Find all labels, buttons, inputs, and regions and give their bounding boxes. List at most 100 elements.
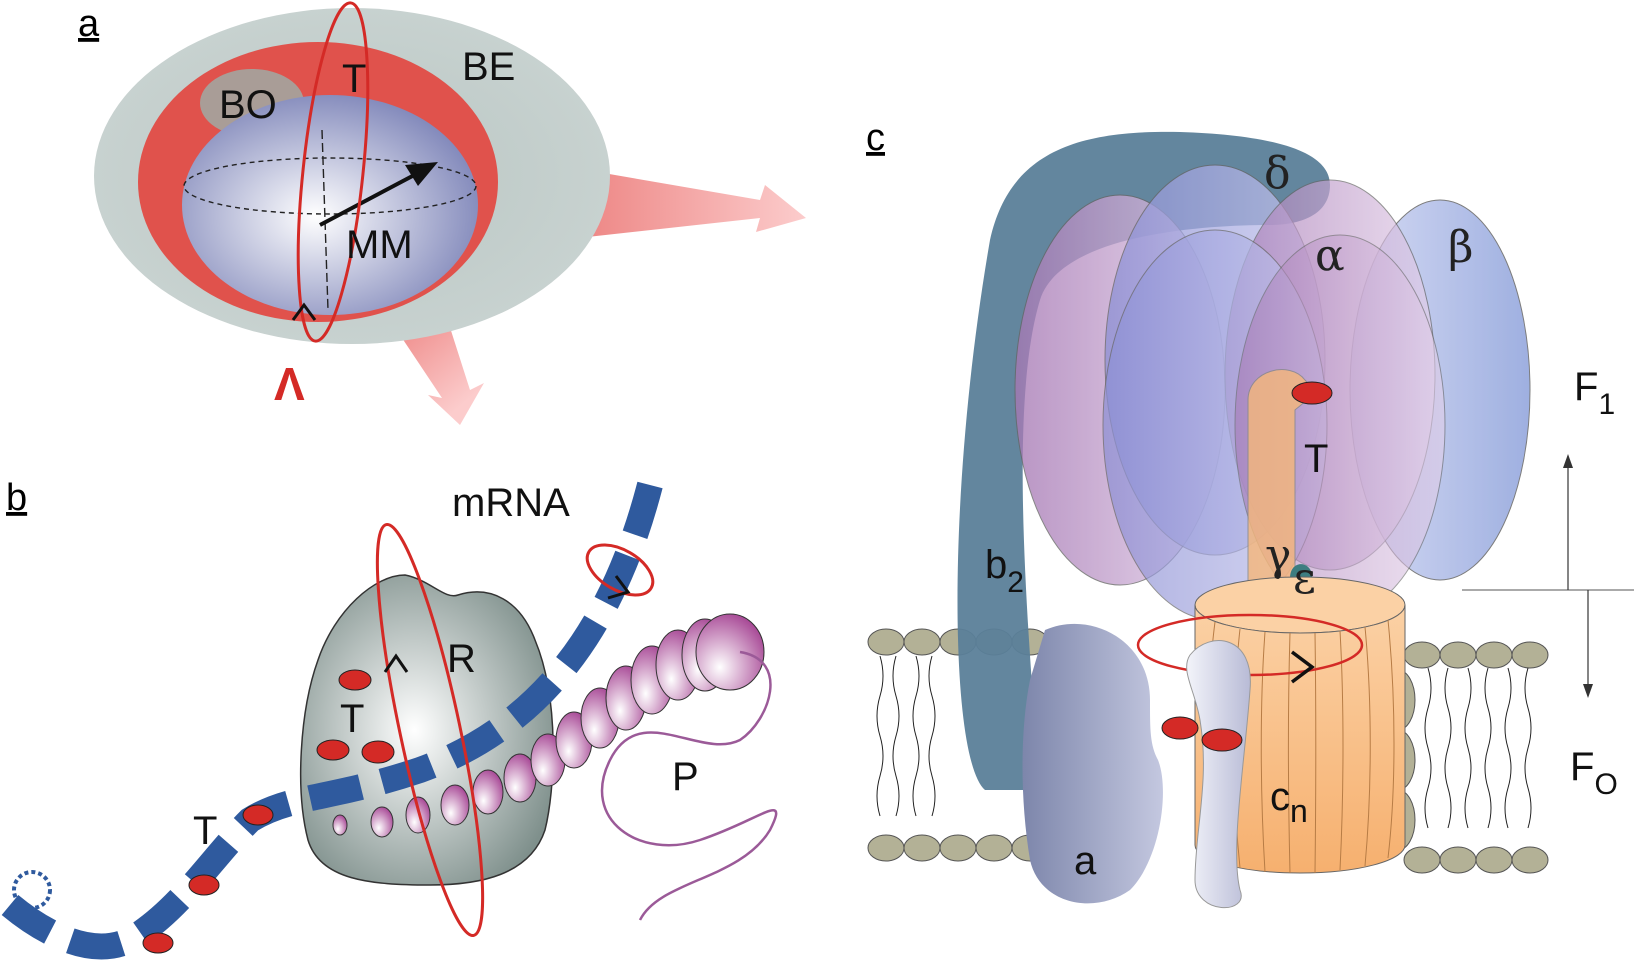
mm-vector <box>319 170 421 227</box>
lipid-tail <box>928 655 936 817</box>
lipid-head <box>903 834 941 862</box>
lambda-label: Λ <box>274 358 305 410</box>
c-ring-rib <box>1387 619 1395 859</box>
panel-c-label: c <box>866 117 885 159</box>
alpha-label: α <box>1315 230 1345 281</box>
t-dot <box>316 739 350 761</box>
panel-a-label: a <box>78 3 100 45</box>
lipid-tail <box>1524 667 1532 829</box>
mrna-label: mRNA <box>452 481 570 525</box>
lipid-head <box>1511 846 1549 874</box>
mm-vector-head <box>405 162 438 186</box>
t-dot <box>242 804 274 826</box>
lipid-tail <box>1424 667 1432 829</box>
mrna-strand <box>1 481 663 960</box>
lipid-head <box>939 834 977 862</box>
bo-label: BO <box>219 83 277 127</box>
epsilon-label: ε <box>1293 553 1316 604</box>
mm-sphere <box>182 95 478 315</box>
lipid-head <box>1475 846 1513 874</box>
c-ring-rib <box>1339 630 1344 871</box>
lipid-tail <box>892 655 900 817</box>
gamma-label: γ <box>1265 530 1291 581</box>
lipid-head <box>903 628 941 656</box>
ribosome-rotation-loop <box>375 522 485 938</box>
mm-axis <box>321 129 329 311</box>
t-rotation-loop <box>296 1 370 343</box>
c-ring-rib <box>1364 626 1371 867</box>
f1-base: F <box>1574 365 1598 409</box>
lipid-tail <box>1484 667 1492 829</box>
c-ring-rib <box>1314 632 1317 874</box>
cn-base: c <box>1270 775 1290 819</box>
peptide-bead <box>440 784 470 826</box>
peptide-bead <box>405 796 431 834</box>
c-ring-rib <box>1260 631 1266 873</box>
a-label: a <box>1074 839 1097 883</box>
t-outer-label: T <box>193 809 217 853</box>
lipid-tail <box>876 655 884 817</box>
p-label: P <box>672 755 699 799</box>
mrna-rotation-arrow <box>607 575 631 600</box>
t-label-a: T <box>342 57 366 101</box>
t-site-a-right <box>1201 728 1243 752</box>
peptide-bead <box>332 814 348 836</box>
loop-direction-arrow <box>291 302 317 321</box>
peptide-bead <box>695 613 765 691</box>
fo-sub: O <box>1594 768 1617 801</box>
fo-base: F <box>1570 745 1594 789</box>
mm-label: MM <box>346 223 413 267</box>
panel-b: b <box>1 477 778 960</box>
protein-thread <box>600 650 778 921</box>
panel-a: a BO T BE MM Λ <box>78 1 806 425</box>
lipid-head <box>1403 641 1441 669</box>
strand-end-dotted <box>12 870 52 910</box>
lipid-tails <box>876 655 1532 829</box>
f1-label: F1 <box>1574 365 1615 421</box>
peptide-chain <box>332 613 765 838</box>
fo-axis-head <box>1583 684 1593 698</box>
cn-sub: n <box>1290 793 1308 829</box>
t-dot <box>361 740 395 764</box>
t-label-c: T <box>1304 437 1328 481</box>
panel-b-label: b <box>6 477 27 519</box>
peptide-bead <box>472 769 504 815</box>
lipid-head <box>1439 641 1477 669</box>
lipid-head <box>867 834 905 862</box>
lipid-head <box>867 628 905 656</box>
c-ring-rib <box>1288 632 1291 874</box>
a-subunit <box>1022 623 1163 904</box>
lipid-head <box>1439 846 1477 874</box>
mm-equator <box>183 157 477 215</box>
b2-sub: 2 <box>1007 566 1024 599</box>
lipid-tail <box>912 655 920 817</box>
panel-c: c <box>866 117 1634 909</box>
f1-axis-head <box>1563 454 1573 468</box>
ribosome-rotation-arrow <box>383 653 409 673</box>
mrna-rotation-loop <box>585 543 655 597</box>
peptide-bead <box>370 806 394 838</box>
t-site-gamma <box>1291 381 1333 405</box>
white-subunit <box>1186 640 1251 909</box>
beta-label: β <box>1448 222 1473 273</box>
t-dot <box>338 669 372 691</box>
t-dot <box>188 874 220 896</box>
be-label: BE <box>462 45 515 89</box>
cn-label: cn <box>1270 775 1308 829</box>
t-dot <box>142 932 174 954</box>
b2-base: b <box>985 543 1007 587</box>
lipid-head <box>1403 846 1441 874</box>
delta-label: δ <box>1264 148 1291 199</box>
t-site-a-left <box>1161 716 1199 740</box>
gamma-shaft <box>1247 369 1311 601</box>
c-ring-rotation-arrow <box>1290 650 1315 684</box>
b2-label: b2 <box>985 543 1024 599</box>
f1-sub: 1 <box>1598 388 1615 421</box>
lipid-head <box>1511 641 1549 669</box>
fo-label: FO <box>1570 745 1618 801</box>
t-inner-label: T <box>340 697 364 741</box>
lipid-tail <box>1504 667 1512 829</box>
lipid-tail <box>1464 667 1472 829</box>
r-label: R <box>447 637 476 681</box>
